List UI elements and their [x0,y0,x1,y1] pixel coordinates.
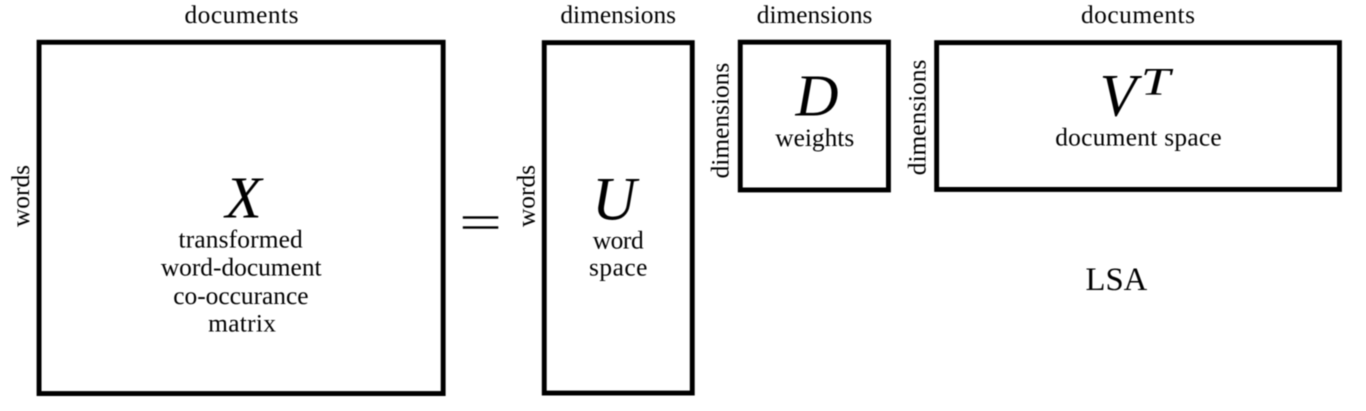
svg-text:documents: documents [184,1,299,29]
svg-text:X: X [223,165,264,231]
svg-text:word: word [593,226,644,254]
svg-text:dimensions: dimensions [707,63,735,179]
svg-text:weights: weights [775,124,854,152]
svg-text:dimensions: dimensions [904,60,932,176]
svg-text:V: V [1100,63,1143,129]
svg-text:T: T [1141,61,1174,104]
svg-text:space: space [589,254,648,282]
svg-text:words: words [7,165,35,227]
svg-text:documents: documents [1081,1,1196,29]
svg-text:co-occurance: co-occurance [173,282,308,310]
svg-text:document space: document space [1055,124,1222,152]
svg-text:LSA: LSA [1086,262,1148,298]
svg-text:matrix: matrix [208,310,276,338]
svg-text:words: words [513,165,541,227]
svg-text:transformed: transformed [179,226,303,254]
svg-text:dimensions: dimensions [560,1,676,29]
svg-text:D: D [795,63,839,129]
svg-text:dimensions: dimensions [757,1,873,29]
svg-text:word-document: word-document [161,253,322,281]
svg-text:U: U [592,166,640,233]
